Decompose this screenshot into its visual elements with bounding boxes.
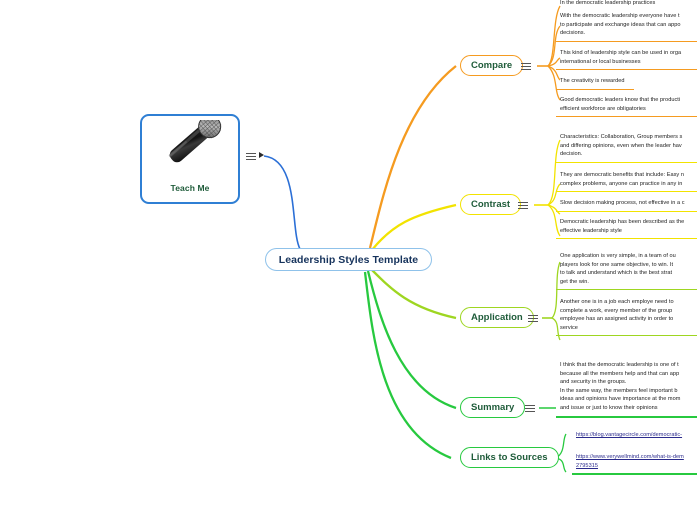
- branch-node-application[interactable]: Application: [460, 307, 534, 328]
- leaf-contrast-0[interactable]: Characteristics: Collaboration, Group me…: [556, 130, 697, 163]
- leaf-compare-2[interactable]: This kind of leadership style can be use…: [556, 46, 697, 71]
- leaf-line: Another one is in a job each employe nee…: [560, 299, 674, 305]
- leaf-link-0[interactable]: https://blog.vantagecircle.com/democrati…: [572, 428, 697, 443]
- leaf-line: ideas and opinions have importance at th…: [560, 396, 681, 403]
- leaf-line: employee has an assigned activity in ord…: [560, 316, 674, 323]
- branch-label-contrast: Contrast: [471, 199, 511, 210]
- leaf-line: Characteristics: Collaboration, Group me…: [560, 134, 683, 140]
- leaf-line: This kind of leadership style can be use…: [560, 50, 682, 56]
- central-node[interactable]: Leadership Styles Template: [265, 248, 432, 271]
- leaf-compare-3[interactable]: The creativity is rewarded: [556, 74, 634, 90]
- microphone-icon: [168, 120, 222, 163]
- source-link-cont[interactable]: 2795315: [576, 462, 598, 469]
- leaf-compare-4[interactable]: Good democratic leaders know that the pr…: [556, 93, 697, 118]
- leaf-line: One application is very simple, in a tea…: [560, 253, 676, 259]
- source-link[interactable]: https://www.verywellmind.com/what-is-dem: [576, 454, 684, 460]
- leaf-line: I think that the democratic leadership i…: [560, 362, 679, 368]
- leaf-line: because all the members help and that ca…: [560, 370, 680, 377]
- branch-label-summary: Summary: [471, 402, 515, 413]
- branch-label-links-to-sources: Links to Sources: [471, 452, 548, 463]
- leaf-line: complex problems, anyone can practice in…: [560, 180, 683, 187]
- branch-label-compare: Compare: [471, 60, 513, 71]
- leaf-line: and issue or just to know their opinions: [560, 404, 658, 411]
- leaf-contrast-2[interactable]: Slow decision making process, not effect…: [556, 196, 697, 212]
- leaf-link-1[interactable]: https://www.verywellmind.com/what-is-dem…: [572, 450, 697, 476]
- leaf-line: In the democratic leadership practices: [560, 0, 656, 6]
- branch-node-contrast[interactable]: Contrast: [460, 194, 522, 215]
- image-node-arrow-icon[interactable]: [259, 152, 264, 158]
- leaf-summary-0[interactable]: I think that the democratic leadership i…: [556, 358, 697, 418]
- leaf-line: complete a work, every member of the gro…: [560, 307, 673, 314]
- branch-node-summary[interactable]: Summary: [460, 397, 526, 418]
- branch-node-compare[interactable]: Compare: [460, 55, 524, 76]
- leaf-line: decision.: [560, 151, 583, 158]
- leaf-compare-0[interactable]: In the democratic leadership practices: [556, 0, 697, 11]
- source-link[interactable]: https://blog.vantagecircle.com/democrati…: [576, 432, 683, 438]
- leaf-line: service: [560, 324, 578, 331]
- branch-toggle-summary[interactable]: [525, 403, 535, 414]
- leaf-line: and differing opinions, even when the le…: [560, 142, 682, 149]
- branch-toggle-contrast[interactable]: [518, 200, 528, 211]
- leaf-line: Slow decision making process, not effect…: [560, 200, 685, 206]
- leaf-line: In the same way, the members feel import…: [560, 387, 678, 394]
- leaf-line: With the democratic leadership everyone …: [560, 13, 680, 19]
- leaf-line: Good democratic leaders know that the pr…: [560, 97, 681, 103]
- leaf-line: efficient workforce are obligatories: [560, 105, 646, 112]
- leaf-line: players look for one same objective, to …: [560, 261, 674, 268]
- central-node-label: Leadership Styles Template: [278, 253, 419, 266]
- image-node-teach-me[interactable]: Teach Me: [140, 114, 240, 204]
- image-node-label: Teach Me: [170, 183, 210, 193]
- leaf-contrast-3[interactable]: Democratic leadership has been described…: [556, 215, 697, 240]
- leaf-contrast-1[interactable]: They are democratic benefits that includ…: [556, 168, 697, 193]
- leaf-line: They are democratic benefits that includ…: [560, 172, 684, 178]
- leaf-line: Democratic leadership has been described…: [560, 219, 685, 225]
- branch-toggle-compare[interactable]: [521, 61, 531, 72]
- leaf-line: and security in the groups.: [560, 379, 627, 386]
- branch-node-links-to-sources[interactable]: Links to Sources: [460, 447, 559, 468]
- leaf-line: decisions.: [560, 30, 586, 37]
- image-node-toggle-icon[interactable]: [246, 151, 256, 162]
- leaf-line: international or local businesses: [560, 58, 641, 65]
- leaf-line: effective leadership style: [560, 227, 622, 234]
- leaf-line: get the win.: [560, 278, 589, 285]
- branch-label-application: Application: [471, 312, 523, 323]
- leaf-line: to talk and understand which is the best…: [560, 270, 673, 277]
- leaf-line: to participate and exchange ideas that c…: [560, 21, 681, 28]
- leaf-line: The creativity is rewarded: [560, 78, 625, 84]
- leaf-compare-1[interactable]: With the democratic leadership everyone …: [556, 9, 697, 42]
- leaf-application-0[interactable]: One application is very simple, in a tea…: [556, 249, 697, 291]
- leaf-application-1[interactable]: Another one is in a job each employe nee…: [556, 295, 697, 337]
- branch-toggle-application[interactable]: [528, 313, 538, 324]
